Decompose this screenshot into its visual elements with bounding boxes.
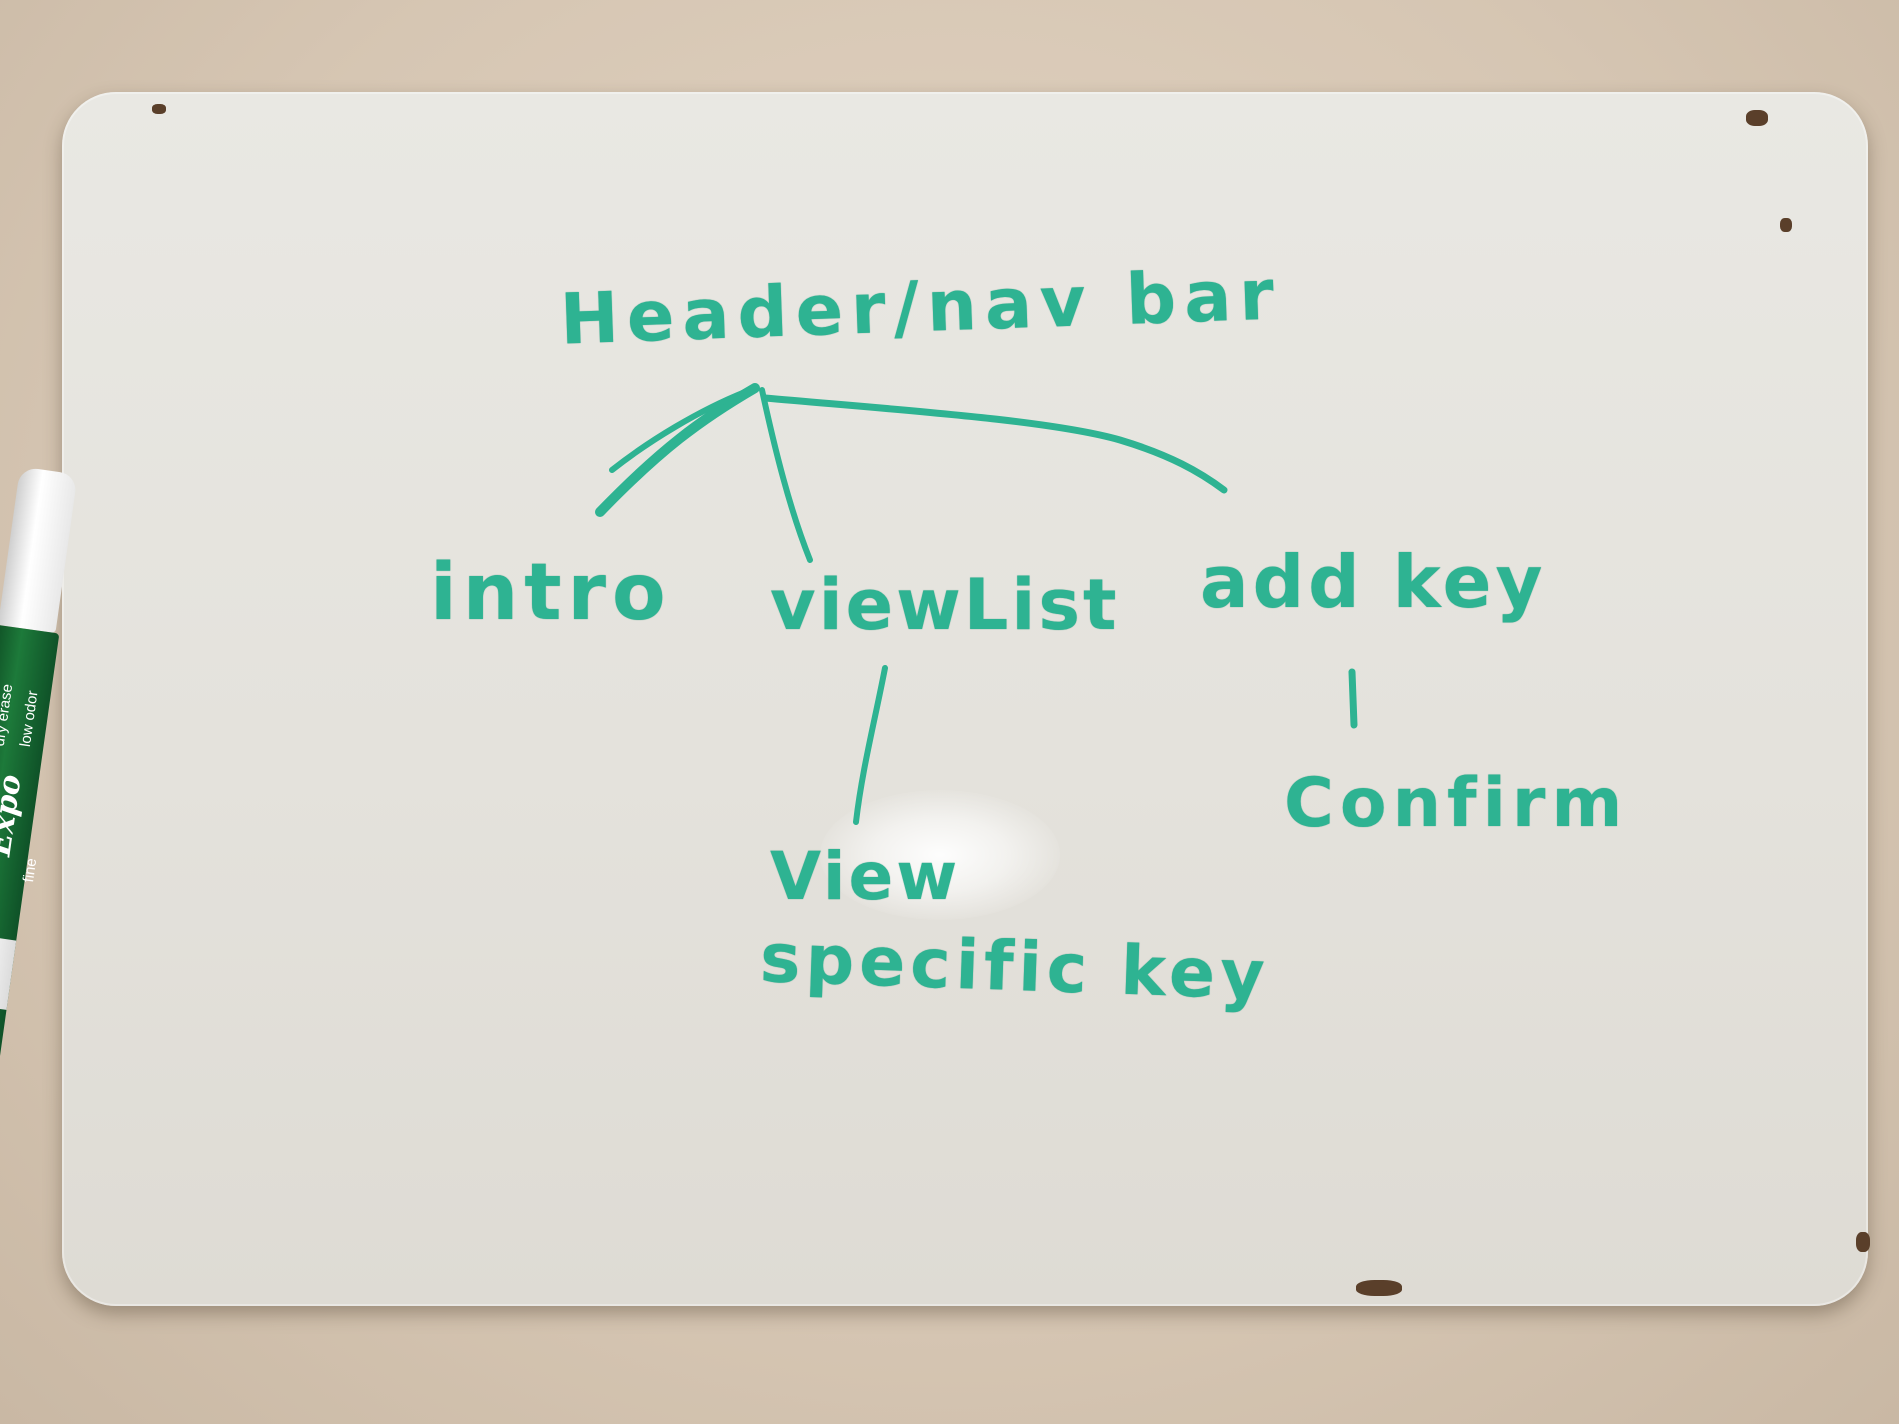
board-chip-bottom-right — [1856, 1232, 1870, 1252]
edge-root-to-viewlist — [759, 387, 813, 563]
edge-root-to-addkey — [761, 394, 1228, 494]
edge-root-to-intro — [595, 383, 760, 517]
node-add-key: add key — [1200, 540, 1547, 624]
marker-cap — [0, 466, 78, 634]
board-chip-top-left — [152, 104, 166, 114]
marker-band — [0, 931, 17, 1010]
board-chip-right — [1780, 218, 1792, 232]
board-chip-top-right — [1746, 110, 1768, 126]
whiteboard — [62, 92, 1868, 1306]
edge-viewlist-to-viewkey — [853, 665, 888, 825]
node-confirm: Confirm — [1284, 764, 1629, 843]
node-view-specific-key-line1: View — [770, 838, 961, 915]
node-view-list: viewList — [770, 564, 1120, 646]
edge-root-to-intro-b — [609, 389, 748, 473]
node-intro: intro — [430, 548, 672, 638]
board-chip-bottom — [1356, 1280, 1402, 1296]
edge-addkey-to-confirm — [1348, 668, 1358, 729]
